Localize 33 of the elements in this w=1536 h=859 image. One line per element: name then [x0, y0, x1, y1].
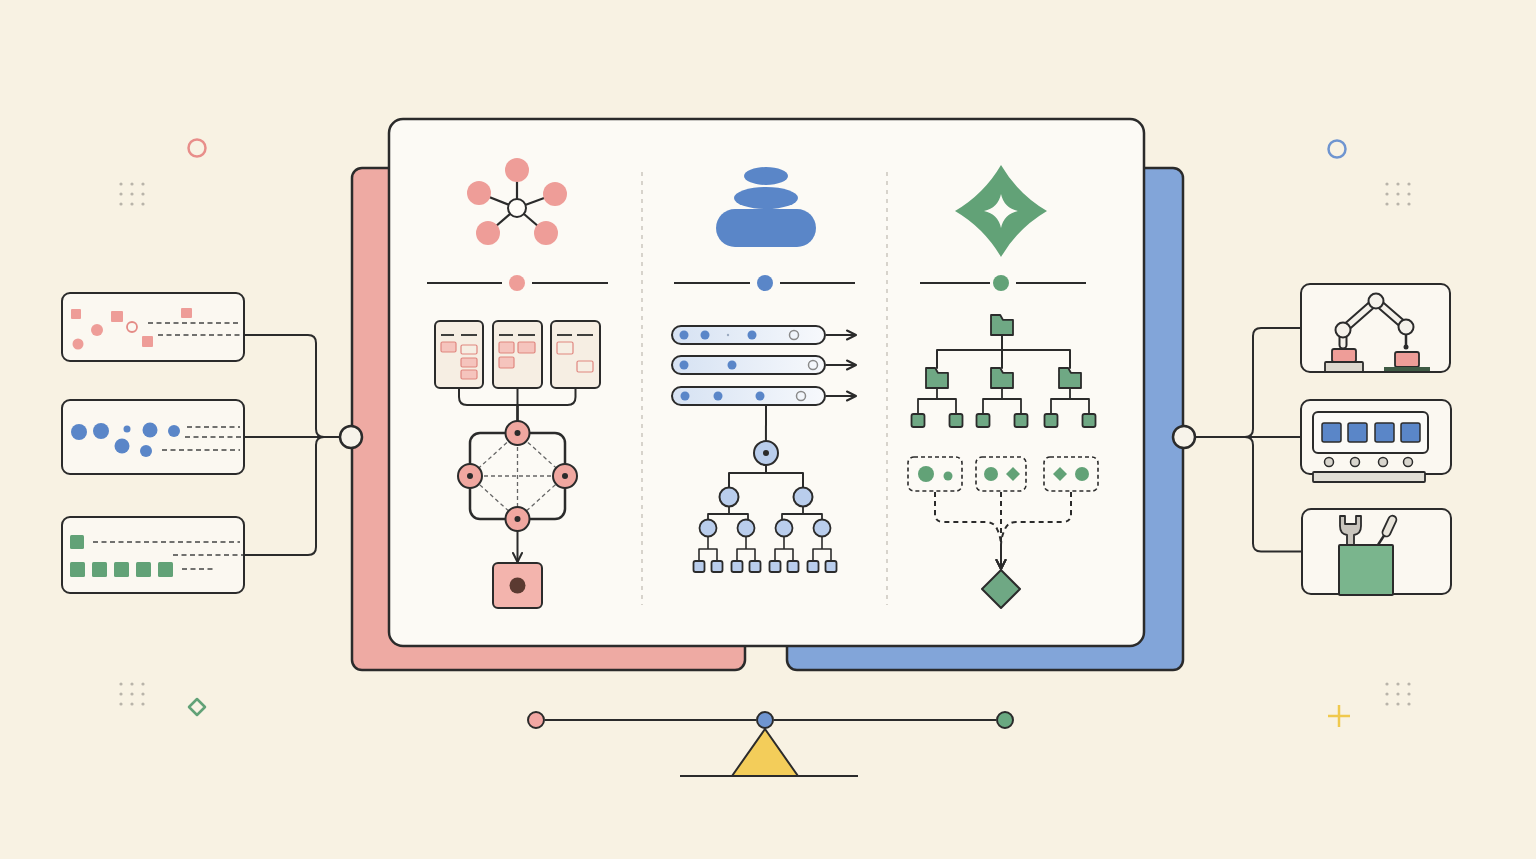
- connector-line: [544, 719, 757, 721]
- connector-line: [1195, 436, 1302, 553]
- connector-line: [764, 405, 767, 442]
- connector-line: [773, 719, 997, 721]
- queue-bar: [671, 355, 826, 375]
- arrow: [825, 359, 857, 371]
- item-group: [1043, 456, 1099, 492]
- balance-ball: [527, 711, 545, 729]
- center-panel: [387, 117, 1146, 648]
- item-group: [975, 456, 1027, 492]
- connector-port: [1171, 424, 1197, 450]
- machine-card: [1300, 399, 1452, 483]
- item-group: [907, 456, 963, 492]
- connector-port: [338, 424, 364, 450]
- merge-diamond: [981, 569, 1021, 609]
- balance-ball: [756, 711, 774, 729]
- arrow: [825, 390, 857, 402]
- board-card: [492, 320, 543, 389]
- board-card: [434, 320, 484, 389]
- queue-bar: [671, 386, 826, 406]
- queue-bar: [671, 325, 826, 345]
- connector-line: [244, 436, 340, 556]
- data-sample-card: [61, 292, 245, 362]
- arrow: [825, 329, 857, 341]
- data-sample-card: [61, 399, 245, 475]
- robot-arm-card: [1300, 283, 1451, 373]
- toolbox-card: [1301, 508, 1452, 596]
- arrow: [512, 530, 523, 563]
- arrow: [995, 491, 1072, 570]
- result-tile: [492, 562, 543, 609]
- balance-ball: [996, 711, 1014, 729]
- data-sample-card: [61, 516, 245, 594]
- board-card: [550, 320, 601, 389]
